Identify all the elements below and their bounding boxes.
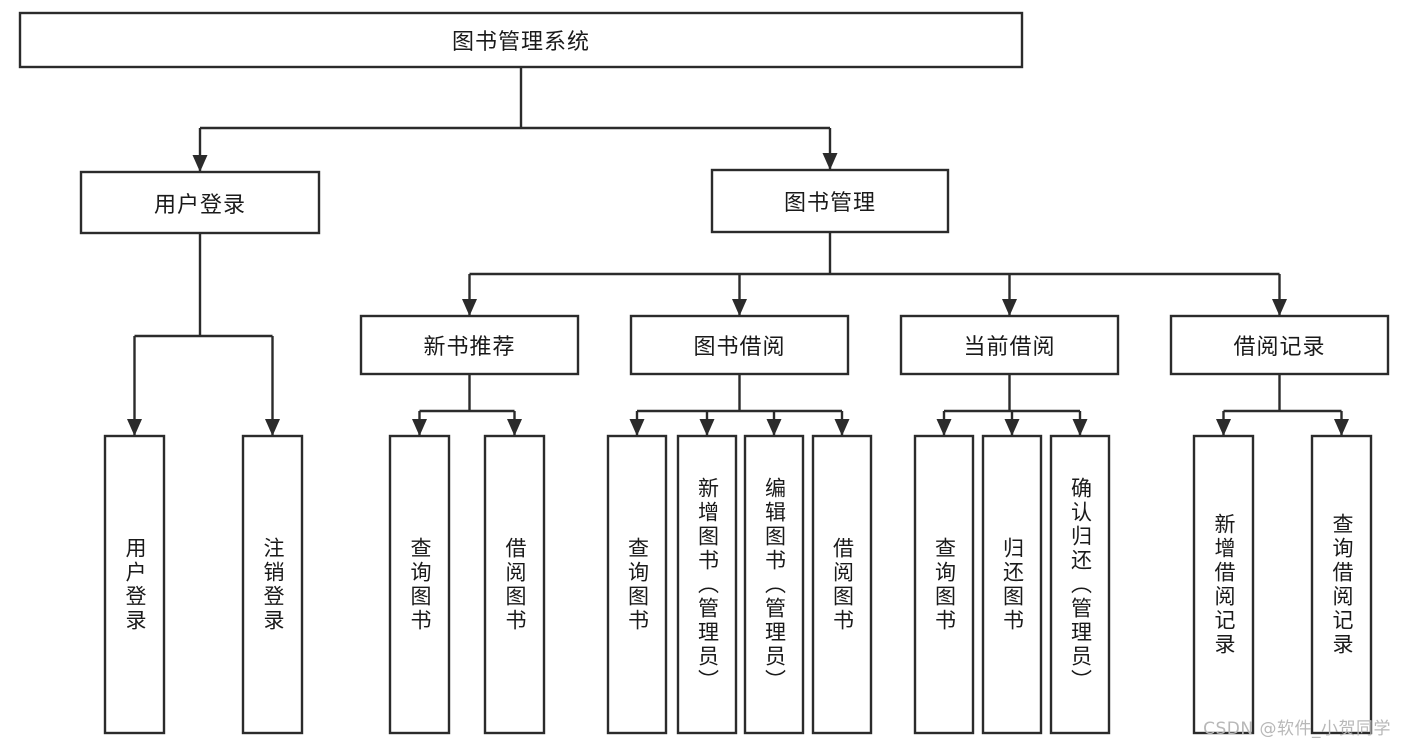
arrow-head-leaf-add-book: [699, 419, 715, 436]
node-box-leaf-confirm-return: [1049, 434, 1111, 735]
node-box-leaf-return-book: [981, 434, 1043, 735]
arrow-head-book-borrow: [732, 299, 747, 316]
node-box-borrow-record: [1169, 314, 1390, 376]
node-box-root: [18, 11, 1024, 69]
node-box-book-borrow: [629, 314, 850, 376]
node-box-new-book-rec: [359, 314, 580, 376]
arrow-head-leaf-logout: [265, 419, 280, 436]
connector-layer: [127, 67, 1349, 436]
node-box-leaf-borrow-book-2: [811, 434, 873, 735]
arrow-head-leaf-confirm-return: [1072, 419, 1088, 436]
node-box-book-manage: [710, 168, 950, 234]
arrow-head-leaf-query-record: [1334, 419, 1349, 436]
arrow-head-leaf-query-book-1: [412, 419, 427, 436]
node-box-leaf-edit-book: [743, 434, 805, 735]
node-box-leaf-user-login: [103, 434, 166, 735]
arrow-head-leaf-add-record: [1216, 419, 1231, 436]
arrow-head-leaf-query-book-3: [936, 419, 952, 436]
node-box-leaf-query-record: [1310, 434, 1373, 735]
csdn-watermark: CSDN @软件_小贺同学: [1203, 719, 1391, 739]
arrow-head-borrow-record: [1272, 299, 1287, 316]
arrow-head-leaf-edit-book: [766, 419, 782, 436]
node-box-leaf-add-record: [1192, 434, 1255, 735]
node-box-leaf-borrow-book-1: [483, 434, 546, 735]
arrow-head-book-manage: [822, 153, 838, 170]
node-box-leaf-logout: [241, 434, 304, 735]
node-box-current-borrow: [899, 314, 1120, 376]
arrow-head-leaf-query-book-2: [629, 419, 645, 436]
arrow-head-user-login: [192, 155, 208, 172]
node-box-leaf-query-book-1: [388, 434, 451, 735]
arrow-head-new-book-rec: [462, 299, 477, 316]
arrow-head-leaf-return-book: [1004, 419, 1020, 436]
node-box-leaf-add-book: [676, 434, 738, 735]
node-box-leaf-query-book-2: [606, 434, 668, 735]
node-box-layer: [18, 11, 1390, 735]
node-box-leaf-query-book-3: [913, 434, 975, 735]
arrow-head-current-borrow: [1002, 299, 1017, 316]
arrow-head-leaf-borrow-book-2: [834, 419, 850, 436]
arrow-head-leaf-borrow-book-1: [507, 419, 522, 436]
arrow-head-leaf-user-login: [127, 419, 142, 436]
node-box-user-login: [79, 170, 321, 235]
